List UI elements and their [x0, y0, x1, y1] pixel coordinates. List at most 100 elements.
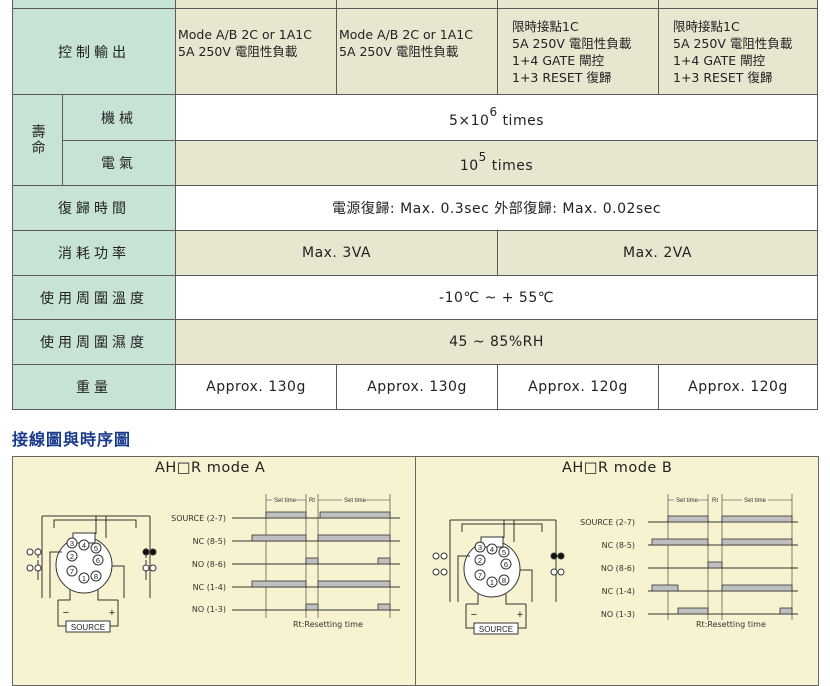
wire: [457, 520, 533, 602]
control-output-line: 1+3 RESET 復歸: [673, 69, 773, 85]
socket-pins-a: [26, 537, 157, 584]
control-output-line: Mode A/B 2C or 1A1C: [339, 26, 473, 42]
wire: [465, 616, 527, 629]
control-output-line: 5A 250V 電阻性負載: [512, 35, 632, 51]
reset-time-value: 電源復歸: Max. 0.3sec 外部復歸: Max. 0.02sec: [331, 201, 662, 217]
control-output-col4: 限時接點1C 5A 250V 電阻性負載 1+4 GATE 閘控 1+3 RES…: [658, 8, 818, 95]
timing-pulse: [721, 538, 793, 546]
life-label-cell: 壽命: [12, 94, 63, 186]
signal-label: NC (8-5): [192, 537, 226, 546]
contact-icon: [26, 564, 34, 572]
weight-label: 重量: [76, 380, 112, 396]
pin-label: 3: [478, 543, 482, 552]
control-output-col1: Mode A/B 2C or 1A1C 5A 250V 電阻性負載: [175, 8, 337, 95]
contact-icon: [142, 548, 150, 556]
source-label: SOURCE: [71, 623, 105, 632]
life-electrical-label-cell: 電氣: [62, 140, 176, 186]
temperature-label-cell: 使用周圍溫度: [12, 275, 176, 320]
pin-label: 4: [82, 541, 86, 550]
set-time-label: Set time: [744, 498, 767, 504]
pin-icon: [486, 543, 498, 555]
weight-value: Approx. 130g: [206, 379, 306, 395]
timing-pulse: [651, 538, 709, 546]
rt-caption: Rt:Resetting time: [696, 620, 766, 629]
plus-sign: +: [109, 607, 115, 619]
temperature-value: -10℃ ~ + 55℃: [439, 289, 554, 306]
control-output-line: 1+3 RESET 復歸: [512, 69, 612, 85]
pin-label: 8: [502, 576, 506, 585]
pin-icon: [498, 574, 510, 586]
timing-pulses-a: [251, 511, 391, 611]
life-label: 壽命: [29, 124, 46, 156]
control-output-line: 限時接點1C: [673, 18, 740, 34]
diagram-a-title: AH□R mode A: [155, 460, 266, 476]
weight-value: Approx. 120g: [688, 379, 788, 395]
contact-icon: [432, 568, 440, 576]
pin-label: 1: [490, 578, 494, 587]
control-output-line: 5A 250V 電阻性負載: [673, 35, 793, 51]
control-output-line: 1+4 GATE 閘控: [673, 52, 766, 68]
life-electrical-label: 電氣: [101, 156, 137, 172]
weight-value: Approx. 120g: [528, 379, 628, 395]
source-label: SOURCE: [479, 625, 513, 634]
contact-icon: [149, 564, 157, 572]
minus-sign: −: [471, 609, 477, 621]
wire: [58, 590, 118, 601]
pin-icon: [66, 537, 78, 549]
set-time-label: Set time: [676, 498, 699, 504]
pin-label: 2: [478, 556, 482, 565]
signal-label: NC (1-4): [192, 583, 226, 592]
contact-icon: [432, 552, 440, 560]
rt-caption: Rt:Resetting time: [293, 620, 363, 629]
life-mechanical-base: 5×10: [449, 112, 490, 129]
contact-icon: [550, 568, 558, 576]
pin-icon: [66, 565, 78, 577]
timing-gridline: [667, 494, 793, 620]
control-output-label: 控制輸出: [58, 44, 130, 61]
timing-pulse: [305, 603, 319, 611]
contact-icon: [142, 564, 150, 572]
pin-label: 3: [70, 539, 74, 548]
weight-value-cell: Approx. 130g: [336, 364, 498, 410]
temperature-label: 使用周圍溫度: [40, 290, 148, 307]
pin-label: 8: [94, 572, 98, 581]
life-electrical-unit: times: [486, 158, 534, 174]
pin-label: 1: [82, 574, 86, 583]
pin-icon: [66, 550, 78, 562]
timing-pulse: [721, 515, 793, 523]
life-mechanical-unit: times: [497, 112, 544, 129]
control-output-line: 限時接點1C: [512, 18, 579, 34]
life-electrical-value-cell: 105 times: [175, 140, 818, 186]
pin-icon: [498, 546, 510, 558]
temperature-value-cell: -10℃ ~ + 55℃: [175, 275, 818, 320]
signal-label: NC (8-5): [601, 541, 635, 550]
pin-label: 6: [96, 556, 100, 565]
weight-value-cell: Approx. 120g: [658, 364, 818, 410]
minus-sign: −: [63, 607, 69, 619]
life-mechanical-value-cell: 5×106 times: [175, 94, 818, 141]
power-label: 消耗功率: [58, 246, 130, 262]
signal-label: SOURCE (2-7): [580, 518, 635, 527]
pin-icon: [90, 542, 102, 554]
timing-pulse: [265, 511, 307, 519]
timing-pulse: [251, 580, 307, 588]
wire: [449, 519, 557, 602]
pin-icon: [474, 541, 486, 553]
wire: [53, 519, 137, 528]
pin-label: 6: [504, 560, 508, 569]
contact-icon: [440, 568, 448, 576]
wire: [49, 516, 125, 598]
wire: [465, 604, 527, 616]
power-right-value: Max. 2VA: [622, 245, 692, 261]
control-output-col3: 限時接點1C 5A 250V 電阻性負載 1+4 GATE 閘控 1+3 RES…: [497, 8, 659, 95]
reset-time-value-cell: 電源復歸: Max. 0.3sec 外部復歸: Max. 0.02sec: [175, 185, 818, 231]
humidity-value-cell: 45 ~ 85%RH: [175, 319, 818, 365]
pin-label: 5: [94, 544, 98, 553]
pin-label: 7: [478, 571, 482, 580]
rt-label: Rt: [712, 498, 718, 504]
contact-icon: [550, 552, 558, 560]
set-time-label: Set time: [344, 498, 367, 504]
timing-pulse: [667, 515, 709, 523]
humidity-label-cell: 使用周圍濕度: [12, 319, 176, 365]
pin-icon: [78, 572, 90, 584]
